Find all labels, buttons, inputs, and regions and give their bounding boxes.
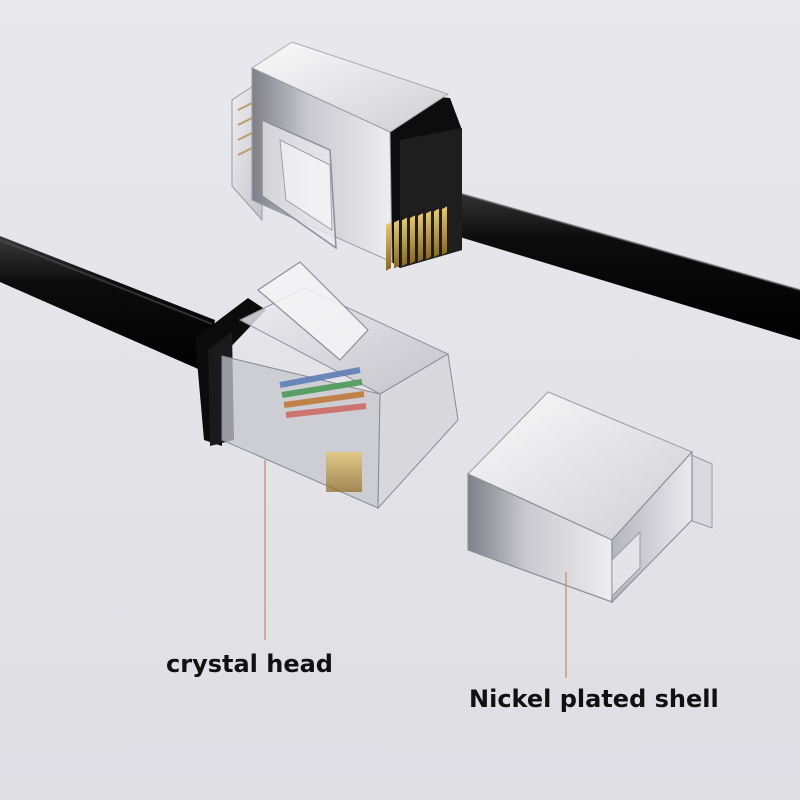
nickel-shell-label: Nickel plated shell [469, 685, 719, 713]
cable-back [430, 185, 800, 340]
crystal-head-front [195, 206, 459, 510]
internal-wires [279, 367, 367, 418]
latch-front [257, 261, 369, 361]
shielded-connector-back [231, 41, 800, 340]
nickel-plated-shell [466, 391, 713, 604]
gold-contacts [386, 206, 447, 271]
crystal-head-label: crystal head [166, 650, 333, 678]
cable-front [0, 236, 215, 372]
